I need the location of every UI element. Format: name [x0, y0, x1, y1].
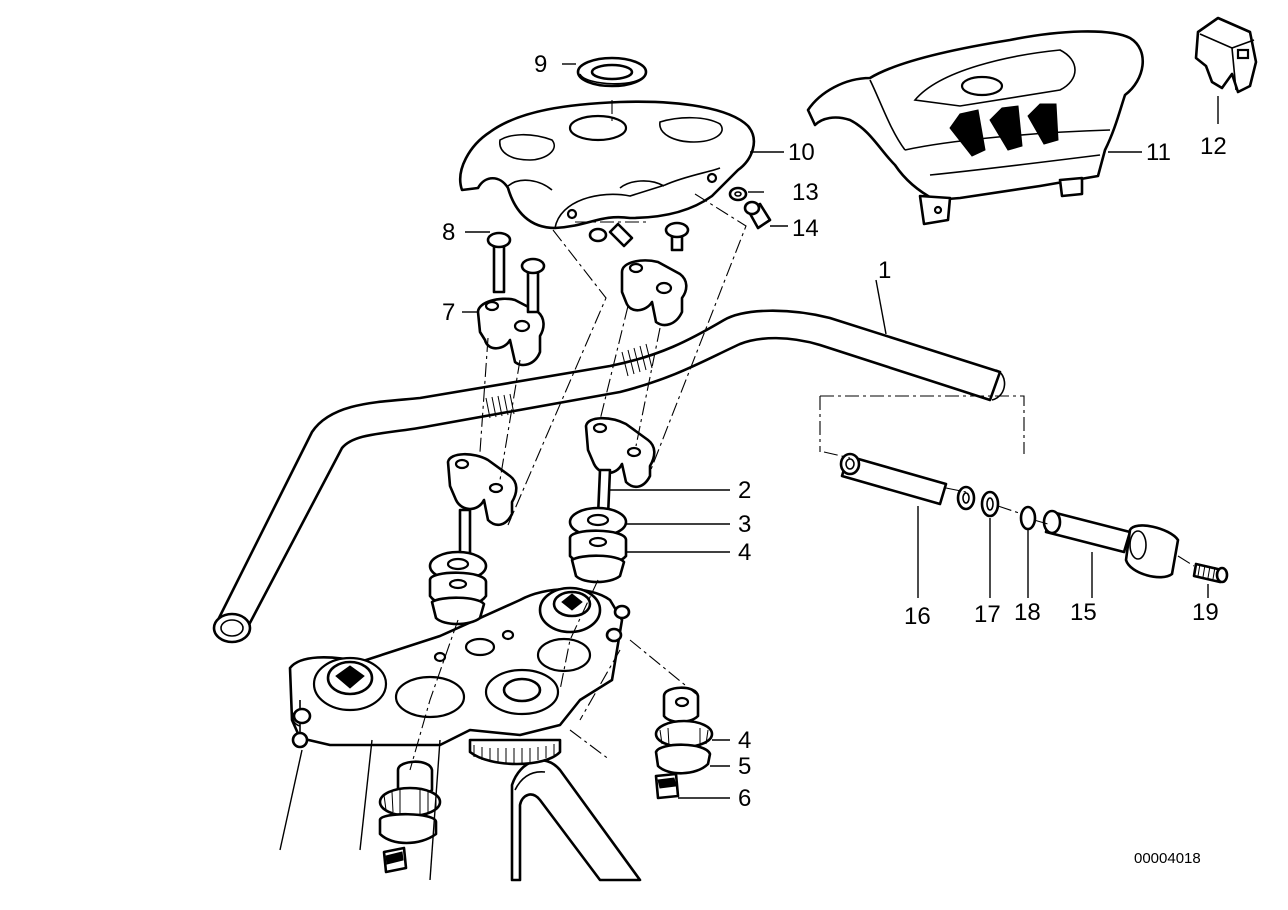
- ring-18: [1019, 505, 1037, 531]
- upper-clamp-left: [476, 297, 545, 367]
- washer-screw-13-14: [728, 186, 772, 230]
- callout-8: 8: [442, 219, 455, 246]
- callout-15: 15: [1070, 599, 1097, 626]
- fork-tube: [510, 759, 642, 882]
- callout-5: 5: [738, 753, 751, 780]
- callout-9: 9: [534, 51, 547, 78]
- rubber-mount-right: [568, 506, 628, 584]
- leader-lines: [462, 63, 1219, 799]
- lower-mount-right: [654, 686, 714, 800]
- callout-4-lower: 4: [738, 727, 751, 754]
- rubber-mount-left: [428, 550, 488, 626]
- callout-19: 19: [1192, 599, 1219, 626]
- upper-clamp-right: [620, 259, 688, 327]
- callout-16: 16: [904, 603, 931, 630]
- callout-7: 7: [442, 299, 455, 326]
- callout-14: 14: [792, 215, 819, 242]
- callout-6: 6: [738, 785, 751, 812]
- callout-11: 11: [1146, 139, 1171, 166]
- fairing-cover: [806, 30, 1145, 226]
- bar-end-weight-15: [1042, 509, 1180, 579]
- callout-12: 12: [1200, 133, 1227, 160]
- callout-3: 3: [738, 511, 751, 538]
- handlebar-tube: [212, 309, 1006, 644]
- screw-19: [1192, 562, 1229, 584]
- lower-clamp-right: [584, 416, 656, 518]
- triple-clamp: [288, 586, 631, 766]
- callout-4-upper: 4: [738, 539, 751, 566]
- drawing-number: 00004018: [1134, 850, 1201, 867]
- grommet: [576, 56, 648, 88]
- callout-17: 17: [974, 601, 1001, 628]
- callout-10: 10: [788, 139, 815, 166]
- assembly-lines: [279, 100, 1195, 881]
- bar-end-insert-16: [839, 452, 948, 506]
- lower-clamp-left: [446, 452, 518, 562]
- callout-1: 1: [878, 257, 891, 284]
- callout-13: 13: [792, 179, 819, 206]
- callout-18: 18: [1014, 599, 1041, 626]
- clamp-bolts: [486, 221, 690, 314]
- lower-riser-left: [378, 760, 442, 874]
- washer-17: [956, 485, 1000, 518]
- callout-labels: 1 2 3 4 4 5 6 7 8 9 10 11 12 13 14 15 16…: [442, 51, 1227, 812]
- top-cover: [459, 100, 756, 230]
- callout-2: 2: [738, 477, 751, 504]
- clip-part: [1194, 16, 1258, 94]
